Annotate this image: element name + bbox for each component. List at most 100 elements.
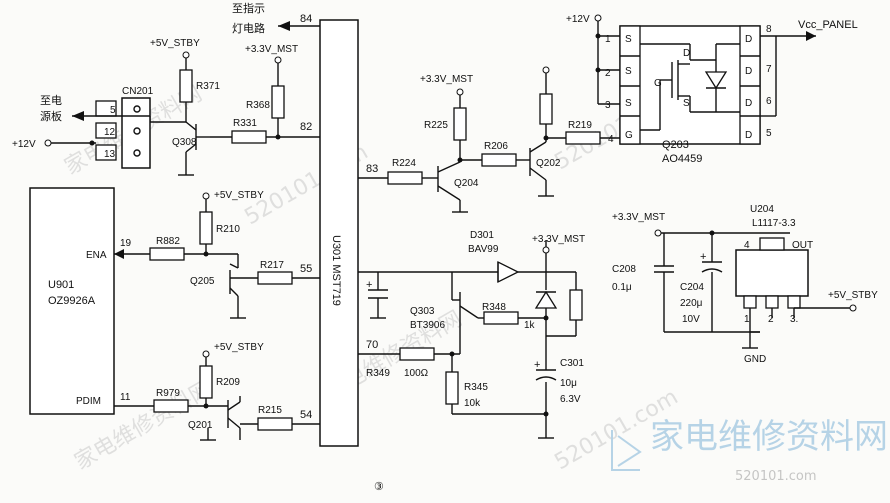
resistor-r882 — [149, 247, 185, 261]
label-q308: Q308 — [172, 137, 197, 148]
resistor-r210 — [199, 211, 213, 245]
diode-d301 — [497, 260, 520, 284]
mos-pin-1: 1 — [605, 34, 611, 45]
mos-sym-d: D — [683, 48, 690, 59]
rail-3v3-mst-3: +3.3V_MST — [532, 234, 585, 245]
label-c301-val: 10μ — [560, 378, 577, 389]
ic-u901 — [29, 187, 115, 415]
reg-pin-4: 4 — [744, 240, 750, 251]
rail-5v-stby-2: +5V_STBY — [214, 190, 264, 201]
rail-3v3-mst-4: +3.3V_MST — [612, 212, 665, 223]
rail-12v-top: +12V — [566, 14, 590, 25]
mos-g: G — [625, 130, 633, 141]
label-d301: D301 — [470, 230, 494, 241]
resistor-r368 — [271, 85, 285, 119]
label-out: OUT — [792, 240, 813, 251]
resistor-r371 — [179, 69, 193, 103]
label-r371: R371 — [196, 81, 220, 92]
reg-pin-3: 3. — [790, 314, 798, 325]
watermark-logo-text: 家电维修资料网 — [650, 417, 888, 457]
rail-3v3-mst-1: +3.3V_MST — [245, 44, 298, 55]
label-to-power-2: 源板 — [40, 109, 62, 123]
label-c301: C301 — [560, 358, 584, 369]
cap-plus: + — [366, 279, 372, 291]
pin-54: 54 — [300, 409, 312, 421]
reg-pin-1: 1 — [744, 314, 750, 325]
reg-pin-2: 2 — [768, 314, 774, 325]
mos-sym-s: S — [683, 98, 690, 109]
cn-pin-13: 13 — [104, 149, 116, 160]
label-q202: Q202 — [536, 158, 561, 169]
mos-pin-2: 2 — [605, 68, 611, 79]
label-r348-val: 1k — [524, 320, 536, 331]
label-q303: Q303 — [410, 306, 435, 317]
label-q205: Q205 — [190, 276, 215, 287]
resistor-r215 — [257, 417, 293, 431]
watermark-logo-url: 520101.com — [735, 469, 817, 484]
mos-d-6: D — [745, 98, 752, 109]
pin-70: 70 — [366, 339, 378, 351]
label-r345: R345 — [464, 382, 488, 393]
label-to-power: 至电 — [40, 94, 62, 107]
label-cn201: CN201 — [122, 86, 154, 97]
label-r206: R206 — [484, 141, 508, 152]
label-c208: C208 — [612, 264, 636, 275]
pin-82: 82 — [300, 121, 312, 133]
connector-cn201 — [121, 97, 151, 169]
resistor-r217 — [257, 271, 293, 285]
label-q203: Q203 — [662, 139, 689, 151]
label-q201: Q201 — [188, 420, 213, 431]
rail-5v-stby-1: +5V_STBY — [150, 38, 200, 49]
label-r225: R225 — [424, 120, 448, 131]
mos-s-2: S — [625, 66, 632, 77]
mos-pin-4: 4 — [608, 134, 614, 145]
label-bt3906: BT3906 — [410, 320, 445, 331]
cap-plus-3: + — [700, 251, 706, 263]
mos-sym-g: G — [654, 78, 662, 89]
mos-pin-7: 7 — [766, 64, 772, 75]
label-to-indicator: 至指示 — [232, 1, 265, 15]
label-r209: R209 — [216, 377, 240, 388]
cap-plus-2: + — [534, 359, 540, 371]
resistor-r331 — [231, 130, 267, 144]
mos-pin-5: 5 — [766, 128, 772, 139]
label-c301-v: 6.3V — [560, 394, 581, 405]
mos-d-5: D — [745, 130, 752, 141]
label-bav99: BAV99 — [468, 244, 499, 255]
label-gnd: GND — [744, 354, 766, 365]
label-r348: R348 — [482, 302, 506, 313]
rail-3v3-mst-2: +3.3V_MST — [420, 74, 473, 85]
resistor-r225 — [453, 107, 467, 141]
regulator-u204 — [735, 249, 809, 297]
label-l1117: L1117-3.3 — [752, 218, 796, 229]
resistor-r349 — [399, 347, 435, 361]
ic-u301 — [319, 19, 359, 447]
label-r217: R217 — [260, 260, 284, 271]
mos-pin-3: 3 — [605, 100, 611, 111]
rail-12v-left: +12V — [12, 139, 36, 150]
mos-s-1: S — [625, 34, 632, 45]
label-c204-val: 220μ — [680, 298, 703, 309]
pin-pdim: PDIM — [76, 396, 101, 407]
cn-pin-12: 12 — [104, 127, 116, 138]
pin-11: 11 — [120, 392, 131, 403]
pin-84: 84 — [300, 13, 312, 25]
label-q204: Q204 — [454, 178, 479, 189]
label-c204-v: 10V — [682, 314, 700, 325]
resistor-r979 — [153, 399, 189, 413]
label-r349: R349 — [366, 368, 390, 379]
pin-55: 55 — [300, 263, 312, 275]
resistor-r345 — [445, 371, 459, 405]
mos-pin-6: 6 — [766, 96, 772, 107]
label-r882: R882 — [156, 236, 180, 247]
resistor-r209 — [199, 365, 213, 399]
figure-number: ③ — [374, 481, 384, 493]
watermark-logo-icon — [611, 430, 642, 471]
label-oz9926a: OZ9926A — [48, 295, 96, 307]
label-c208-val: 0.1μ — [612, 282, 632, 293]
resistor-r348 — [483, 311, 519, 325]
u301-label: U301 MST719 — [330, 235, 342, 306]
cn-pin-5: 5 — [110, 105, 116, 116]
